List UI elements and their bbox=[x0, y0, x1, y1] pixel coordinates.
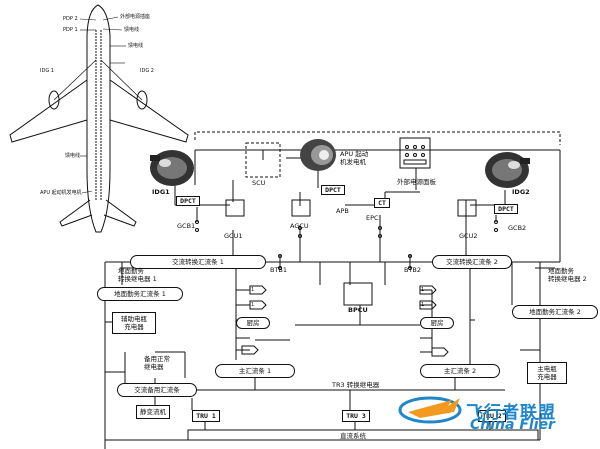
ground-service-bus-1: 地面勤务汇流条 1 bbox=[97, 287, 183, 301]
gcu2-box bbox=[457, 199, 477, 217]
pdp2-label: PDP 2 bbox=[63, 16, 78, 22]
galley-2: 厨房 bbox=[420, 317, 454, 329]
pdp1-label: PDP 1 bbox=[63, 27, 78, 33]
ct-box: CT bbox=[374, 198, 390, 208]
aircraft-outline bbox=[9, 4, 189, 233]
apu-gen-label: APU 起动 机发电机 bbox=[340, 150, 369, 166]
ext-panel-label: 外部电源面板 bbox=[397, 178, 436, 186]
idg1-label: IDG1 bbox=[152, 188, 170, 196]
apu-starter-label: APU 起动机发电机 bbox=[40, 190, 82, 196]
tru-2-box: TRU 2 bbox=[478, 410, 506, 422]
ground-service-relay-1: 地面勤务 转换继电器 1 bbox=[118, 267, 157, 283]
watermark-logo bbox=[398, 396, 462, 424]
btb2-label: BTB2 bbox=[404, 266, 422, 274]
dpct-left-box: DPCT bbox=[176, 196, 200, 206]
ground-service-bus-2: 地面勤务汇流条 2 bbox=[512, 305, 598, 319]
btb1-label: BTB1 bbox=[270, 266, 288, 274]
gcu1-label: GCU1 bbox=[224, 232, 243, 240]
watermark-cn: 飞行者联盟 bbox=[466, 403, 556, 423]
bpcu-box bbox=[343, 282, 373, 306]
watermark-en: China Flier bbox=[470, 417, 555, 433]
feeder-cable-label-3: 馈电线 bbox=[65, 153, 81, 159]
main-bus-1: 主汇流条 1 bbox=[215, 364, 295, 378]
scu-box bbox=[245, 142, 281, 178]
component-shapes bbox=[195, 137, 498, 357]
main-battery-charger: 主电瓶 充电器 bbox=[527, 362, 567, 384]
relay-num-1d: 1 bbox=[421, 302, 425, 308]
dpct-right-box: DPCT bbox=[494, 204, 518, 214]
feeder-cable-label-2: 馈电线 bbox=[128, 43, 144, 49]
tru-1-box: TRU 1 bbox=[192, 410, 220, 422]
ground-service-relay-2: 地面勤务 转换继电器 2 bbox=[548, 267, 587, 283]
idg2-graphic bbox=[485, 152, 530, 188]
scu-label: SCU bbox=[252, 179, 266, 187]
agcu-label: AGCU bbox=[290, 222, 309, 230]
dpct-mid-box: DPCT bbox=[321, 185, 345, 195]
ac-transfer-bus-1: 交流转换汇流条 1 bbox=[130, 255, 266, 269]
main-bus-2: 主汇流条 2 bbox=[420, 364, 500, 378]
gcb1-label: GCB1 bbox=[177, 222, 196, 230]
bpcu-label: BPCU bbox=[348, 306, 368, 314]
gcu1-box bbox=[225, 199, 245, 217]
standby-normal-relay: 备用正常 继电器 bbox=[144, 355, 170, 371]
ac-standby-bus: 交流备用汇流条 bbox=[117, 383, 197, 397]
idg1-aircraft-label: IDG 1 bbox=[40, 68, 54, 74]
relay-num-1a: 1 bbox=[251, 287, 255, 293]
relay-num-1b: 1 bbox=[251, 302, 255, 308]
wiring bbox=[104, 131, 561, 449]
generator-graphics bbox=[150, 139, 530, 188]
idg1-graphic bbox=[150, 150, 194, 186]
static-inverter: 静变流机 bbox=[136, 405, 170, 419]
ext-power-socket-label: 外部电源插座 bbox=[120, 14, 151, 20]
gcu2-label: GCU2 bbox=[459, 232, 478, 240]
idg2-label: IDG2 bbox=[512, 188, 530, 196]
apu-generator-graphic bbox=[300, 139, 336, 171]
agcu-box bbox=[291, 199, 311, 217]
galley-1: 厨房 bbox=[236, 317, 270, 329]
aux-battery-charger: 辅助电瓶 充电器 bbox=[112, 312, 156, 334]
epc-label: EPC bbox=[366, 214, 379, 222]
apb-label: APB bbox=[336, 207, 349, 215]
relay-num-1c: 1 bbox=[421, 287, 425, 293]
feeder-cable-label-1: 馈电线 bbox=[124, 27, 140, 33]
tru-3-box: TRU 3 bbox=[342, 410, 370, 422]
ext-panel-box bbox=[399, 137, 431, 169]
ac-transfer-bus-2: 交流转换汇流条 2 bbox=[432, 255, 512, 269]
dc-system-label: 直流系统 bbox=[340, 432, 366, 440]
idg2-aircraft-label: IDG 2 bbox=[140, 68, 154, 74]
gcb2-label: GCB2 bbox=[508, 224, 527, 232]
tr3-transfer-relay: TR3 转换继电器 bbox=[332, 381, 380, 389]
